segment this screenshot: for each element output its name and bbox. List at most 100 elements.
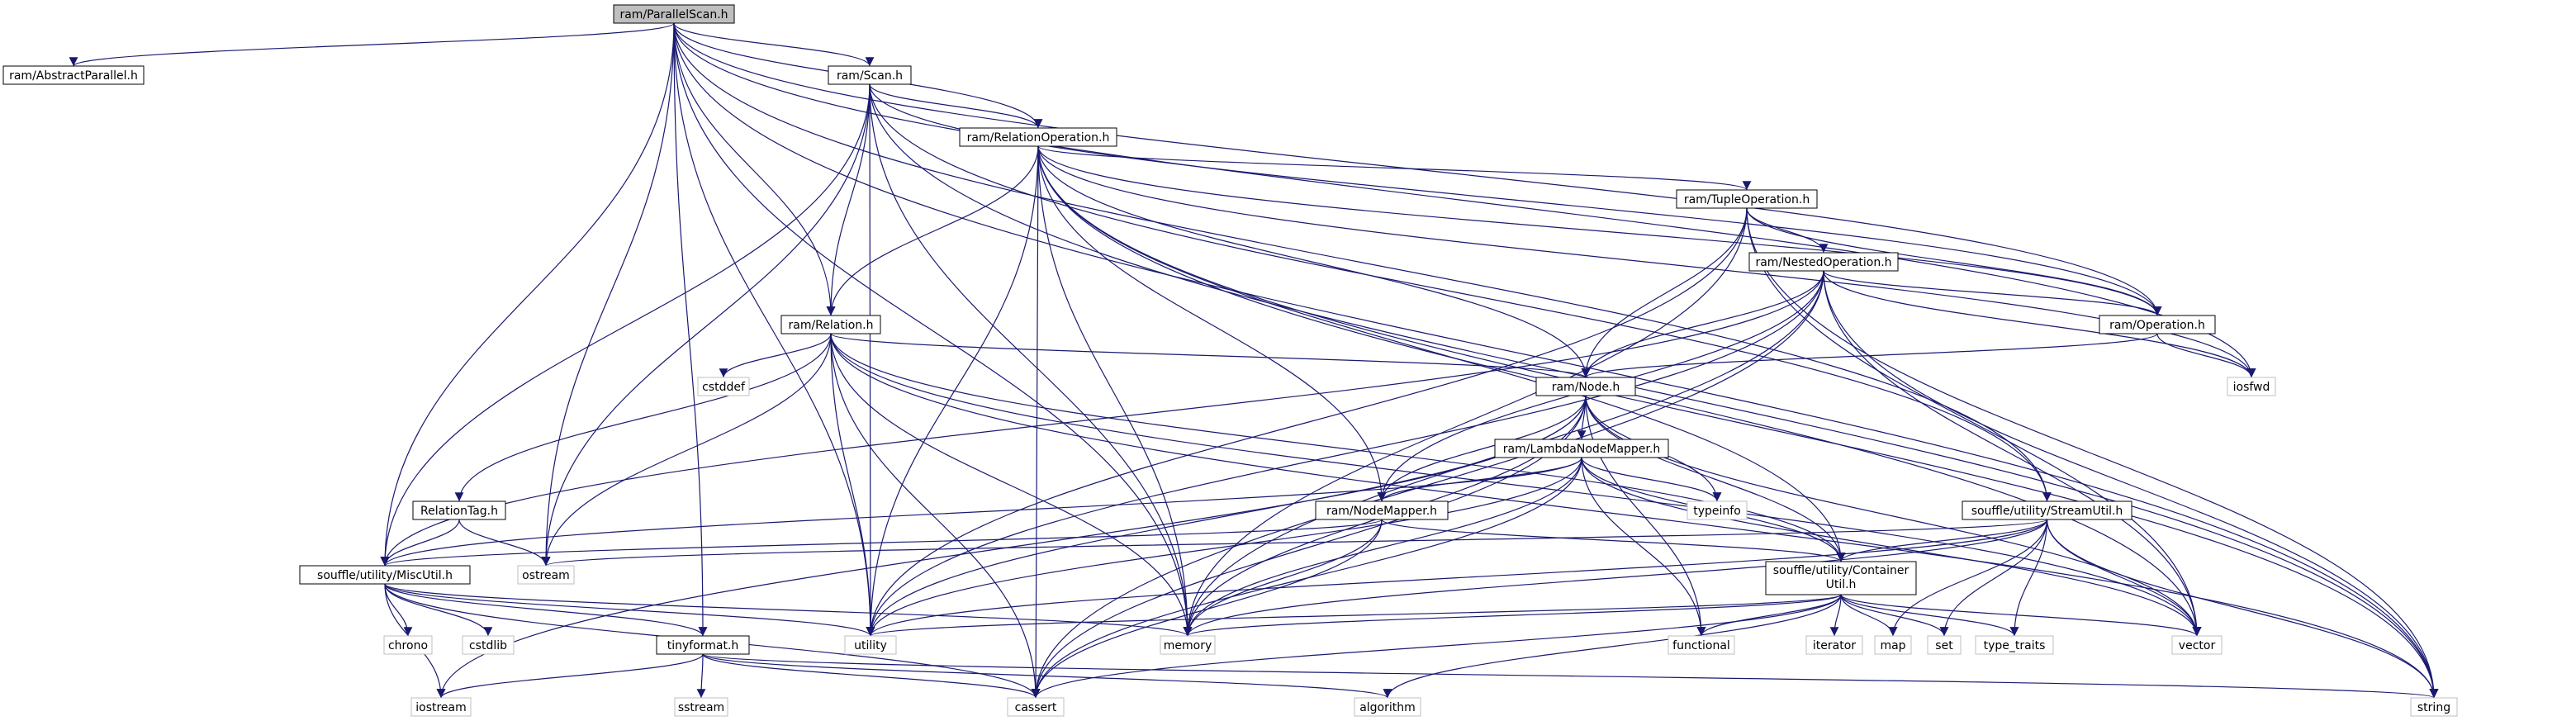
edge-nodemapper-to-containerutil (1381, 519, 1846, 562)
edge-containerutil-to-cassert (1031, 594, 1842, 699)
node-containerutil-label: souffle/utility/Container (1773, 564, 1909, 577)
edge-scan-to-memory (869, 83, 1193, 637)
node-node-box (1535, 377, 1636, 396)
node-ostream-box (517, 565, 575, 585)
node-iosfwd-label: iosfwd (2233, 381, 2270, 394)
node-typeinfo: typeinfo (1686, 500, 1748, 520)
edge-parallelscan-to-scan (673, 22, 875, 67)
edge-miscutil-to-utility (384, 583, 875, 637)
node-tupleoperation[interactable]: ram/TupleOperation.h (1676, 189, 1818, 209)
edge-containerutil-to-map (1840, 594, 1898, 637)
edge-parallelscan-to-memory (673, 22, 1193, 637)
edge-relationoperation-to-nodemapper (1037, 145, 1387, 502)
edge-relationoperation-to-cassert (1031, 145, 1041, 699)
node-node-label: ram/Node.h (1552, 381, 1620, 394)
node-miscutil-label: souffle/utility/MiscUtil.h (317, 569, 453, 582)
edge-relationtag-to-miscutil (380, 519, 460, 567)
node-map-box (1874, 635, 1912, 655)
edge-containerutil-to-type_traits (1840, 594, 2019, 637)
edge-containerutil-to-utility (866, 594, 1842, 637)
edge-node-to-vector (1585, 395, 2202, 637)
node-iostream-box (410, 697, 472, 717)
node-string: string (2410, 697, 2458, 717)
node-parallelscan[interactable]: ram/ParallelScan.h (613, 4, 735, 24)
node-relationoperation[interactable]: ram/RelationOperation.h (959, 127, 1117, 147)
node-operation[interactable]: ram/Operation.h (2099, 315, 2216, 334)
node-node[interactable]: ram/Node.h (1535, 377, 1636, 396)
edge-containerutil-to-functional (1696, 594, 1842, 637)
edge-relation-to-memory (830, 333, 1193, 637)
node-relationtag-box (412, 500, 506, 520)
edge-nodemapper-to-memory (1183, 519, 1383, 637)
node-cstddef: cstddef (697, 377, 750, 396)
edge-scan-to-miscutil (380, 83, 871, 567)
node-typeinfo-label: typeinfo (1693, 505, 1741, 518)
edge-node-to-utility (866, 395, 1587, 637)
node-map: map (1874, 635, 1912, 655)
node-cassert: cassert (1007, 697, 1065, 717)
edge-tinyformat-to-string (702, 653, 2438, 699)
node-utility-label: utility (854, 639, 887, 652)
node-cassert-label: cassert (1015, 701, 1057, 714)
node-nestedoperation[interactable]: ram/NestedOperation.h (1748, 252, 1899, 272)
node-lambdanodemapper-box (1494, 439, 1669, 458)
node-typeinfo-box (1686, 500, 1748, 520)
node-relation[interactable]: ram/Relation.h (780, 315, 881, 334)
edge-streamutil-to-ostream (542, 519, 2048, 567)
edge-nestedoperation-to-iosfwd (1823, 270, 2256, 378)
node-cstdlib: cstdlib (462, 635, 515, 655)
edge-miscutil-to-memory (384, 583, 1193, 637)
node-iostream-label: iostream (415, 701, 467, 714)
node-ostream: ostream (517, 565, 575, 585)
node-iosfwd-box (2227, 377, 2276, 396)
edge-nodemapper-to-miscutil (381, 519, 1383, 567)
edge-nestedoperation-to-string (1823, 270, 2439, 699)
node-set-box (1927, 635, 1962, 655)
edge-relation-to-string (830, 333, 2439, 699)
node-type_traits-label: type_traits (1984, 639, 2046, 652)
edge-containerutil-to-algorithm (1383, 594, 1842, 699)
edge-miscutil-to-cstdlib (384, 583, 493, 637)
node-tinyformat[interactable]: tinyformat.h (656, 635, 750, 655)
node-relationtag[interactable]: RelationTag.h (412, 500, 506, 520)
node-nodemapper[interactable]: ram/NodeMapper.h (1315, 500, 1449, 520)
graph-nodes: ram/ParallelScan.h ram/AbstractParallel.h… (2, 4, 2458, 717)
node-abstractparallel[interactable]: ram/AbstractParallel.h (2, 65, 145, 85)
node-set: set (1927, 635, 1962, 655)
node-miscutil-box (299, 565, 471, 585)
edge-miscutil-to-tinyformat (384, 583, 708, 637)
edge-operation-to-node (1581, 333, 2158, 378)
edge-streamutil-to-containerutil (1836, 519, 2048, 562)
edge-nestedoperation-to-vector (1823, 270, 2202, 637)
edge-parallelscan-to-utility (673, 22, 875, 637)
edge-streamutil-to-string (2046, 519, 2439, 699)
edge-parallelscan-to-streamutil (673, 22, 2052, 502)
edge-streamutil-to-type_traits (2009, 519, 2048, 637)
node-algorithm-box (1354, 697, 1421, 717)
node-lambdanodemapper[interactable]: ram/LambdaNodeMapper.h (1494, 439, 1669, 458)
edge-parallelscan-to-iosfwd (673, 22, 2256, 378)
node-nestedoperation-label: ram/NestedOperation.h (1755, 256, 1891, 269)
edge-relation-to-node (830, 333, 1590, 378)
edge-scan-to-utility (866, 83, 875, 637)
node-parallelscan-box (613, 4, 735, 24)
node-iostream: iostream (410, 697, 472, 717)
edge-containerutil-to-iterator (1829, 594, 1842, 637)
node-memory-label: memory (1164, 639, 1212, 652)
node-map-label: map (1880, 639, 1905, 652)
edge-scan-to-relationoperation (869, 83, 1043, 129)
node-sstream: sstream (674, 697, 728, 717)
edge-tinyformat-to-sstream (696, 653, 706, 699)
node-miscutil[interactable]: souffle/utility/MiscUtil.h (299, 565, 471, 585)
edge-lambdanodemapper-to-memory (1183, 457, 1582, 637)
node-nestedoperation-box (1748, 252, 1899, 272)
edge-relation-to-utility (830, 333, 875, 637)
edge-tupleoperation-to-vector (1746, 207, 2202, 637)
edge-parallelscan-to-relation (673, 22, 836, 316)
node-chrono: chrono (383, 635, 433, 655)
edge-tupleoperation-to-node (1581, 207, 1748, 378)
node-streamutil[interactable]: souffle/utility/StreamUtil.h (1962, 500, 2132, 520)
node-utility: utility (844, 635, 897, 655)
node-scan[interactable]: ram/Scan.h (828, 65, 912, 85)
